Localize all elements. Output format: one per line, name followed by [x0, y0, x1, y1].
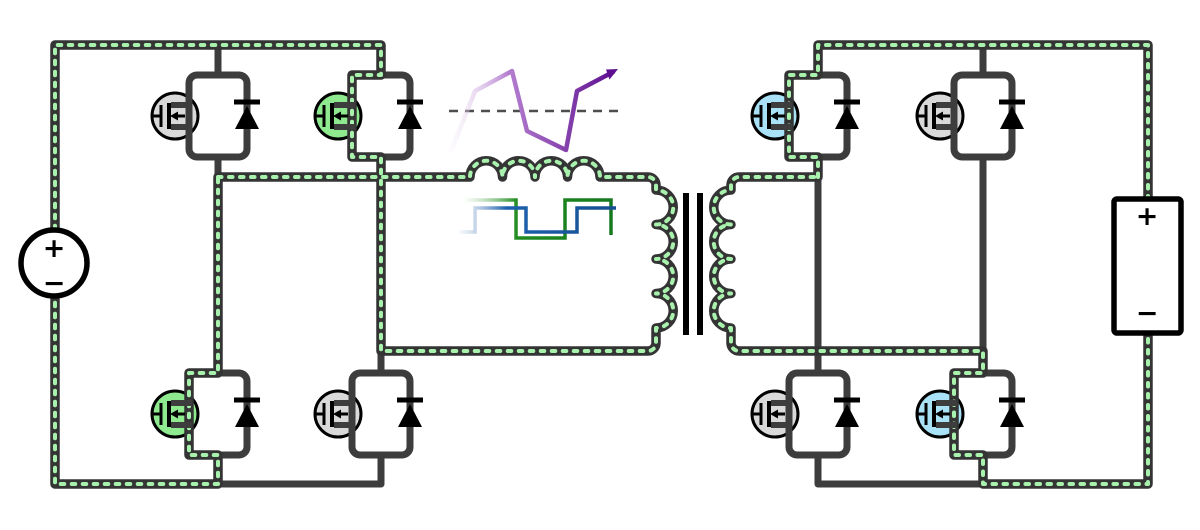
core-bar-left [683, 193, 689, 335]
idle-wire-segments [214, 41, 987, 488]
diode-icon [234, 99, 260, 129]
mosfet-glyphs-and-diodes [152, 99, 1025, 428]
secondary-current-flow [711, 43, 1150, 486]
waveform-arrowhead-icon [606, 69, 618, 80]
battery-rect [1111, 196, 1184, 336]
battery-minus-label: − [1136, 298, 1159, 329]
mosfet-right-bottom-left-glyph [752, 400, 792, 428]
battery-load: + − [1111, 196, 1184, 336]
left-bridge [150, 91, 363, 439]
diode-icon [397, 99, 423, 129]
primary-voltage-square-wave [459, 206, 616, 234]
diode-icon [834, 99, 860, 129]
diode-icon [397, 397, 423, 427]
diode-icon [234, 397, 260, 427]
right-bridge [750, 91, 965, 439]
mosfet-right-top-right-glyph [917, 102, 957, 130]
switch-branch-frames [185, 71, 1016, 459]
battery-plus-label: + [1136, 201, 1159, 232]
inductor-current-chart [448, 68, 618, 154]
mosfet-right-bottom-right-glyph [917, 400, 957, 428]
dc-source-circle [18, 227, 90, 299]
dc-source-plus-label: + [43, 233, 66, 264]
dc-source-minus-label: − [43, 268, 66, 299]
dc-source: + − [18, 227, 90, 299]
mosfet-left-bottom-left-glyph [152, 400, 192, 428]
secondary-voltage-square-wave [466, 198, 613, 240]
bridge-voltage-chart [459, 198, 616, 240]
core-bar-right [697, 193, 703, 335]
mosfet-left-top-right-glyph [315, 102, 355, 130]
diode-icon [999, 99, 1025, 129]
inductor-current-waveform [448, 68, 616, 154]
mosfet-right-top-left-glyph [752, 102, 792, 130]
mosfet-left-bottom-right-glyph [315, 400, 355, 428]
diode-icon [834, 397, 860, 427]
mosfet-left-top-left-glyph [152, 102, 192, 130]
diode-icon [999, 397, 1025, 427]
primary-current-flow [53, 43, 676, 486]
antiparallel-diodes [234, 99, 1025, 427]
transformer-core [683, 193, 703, 335]
